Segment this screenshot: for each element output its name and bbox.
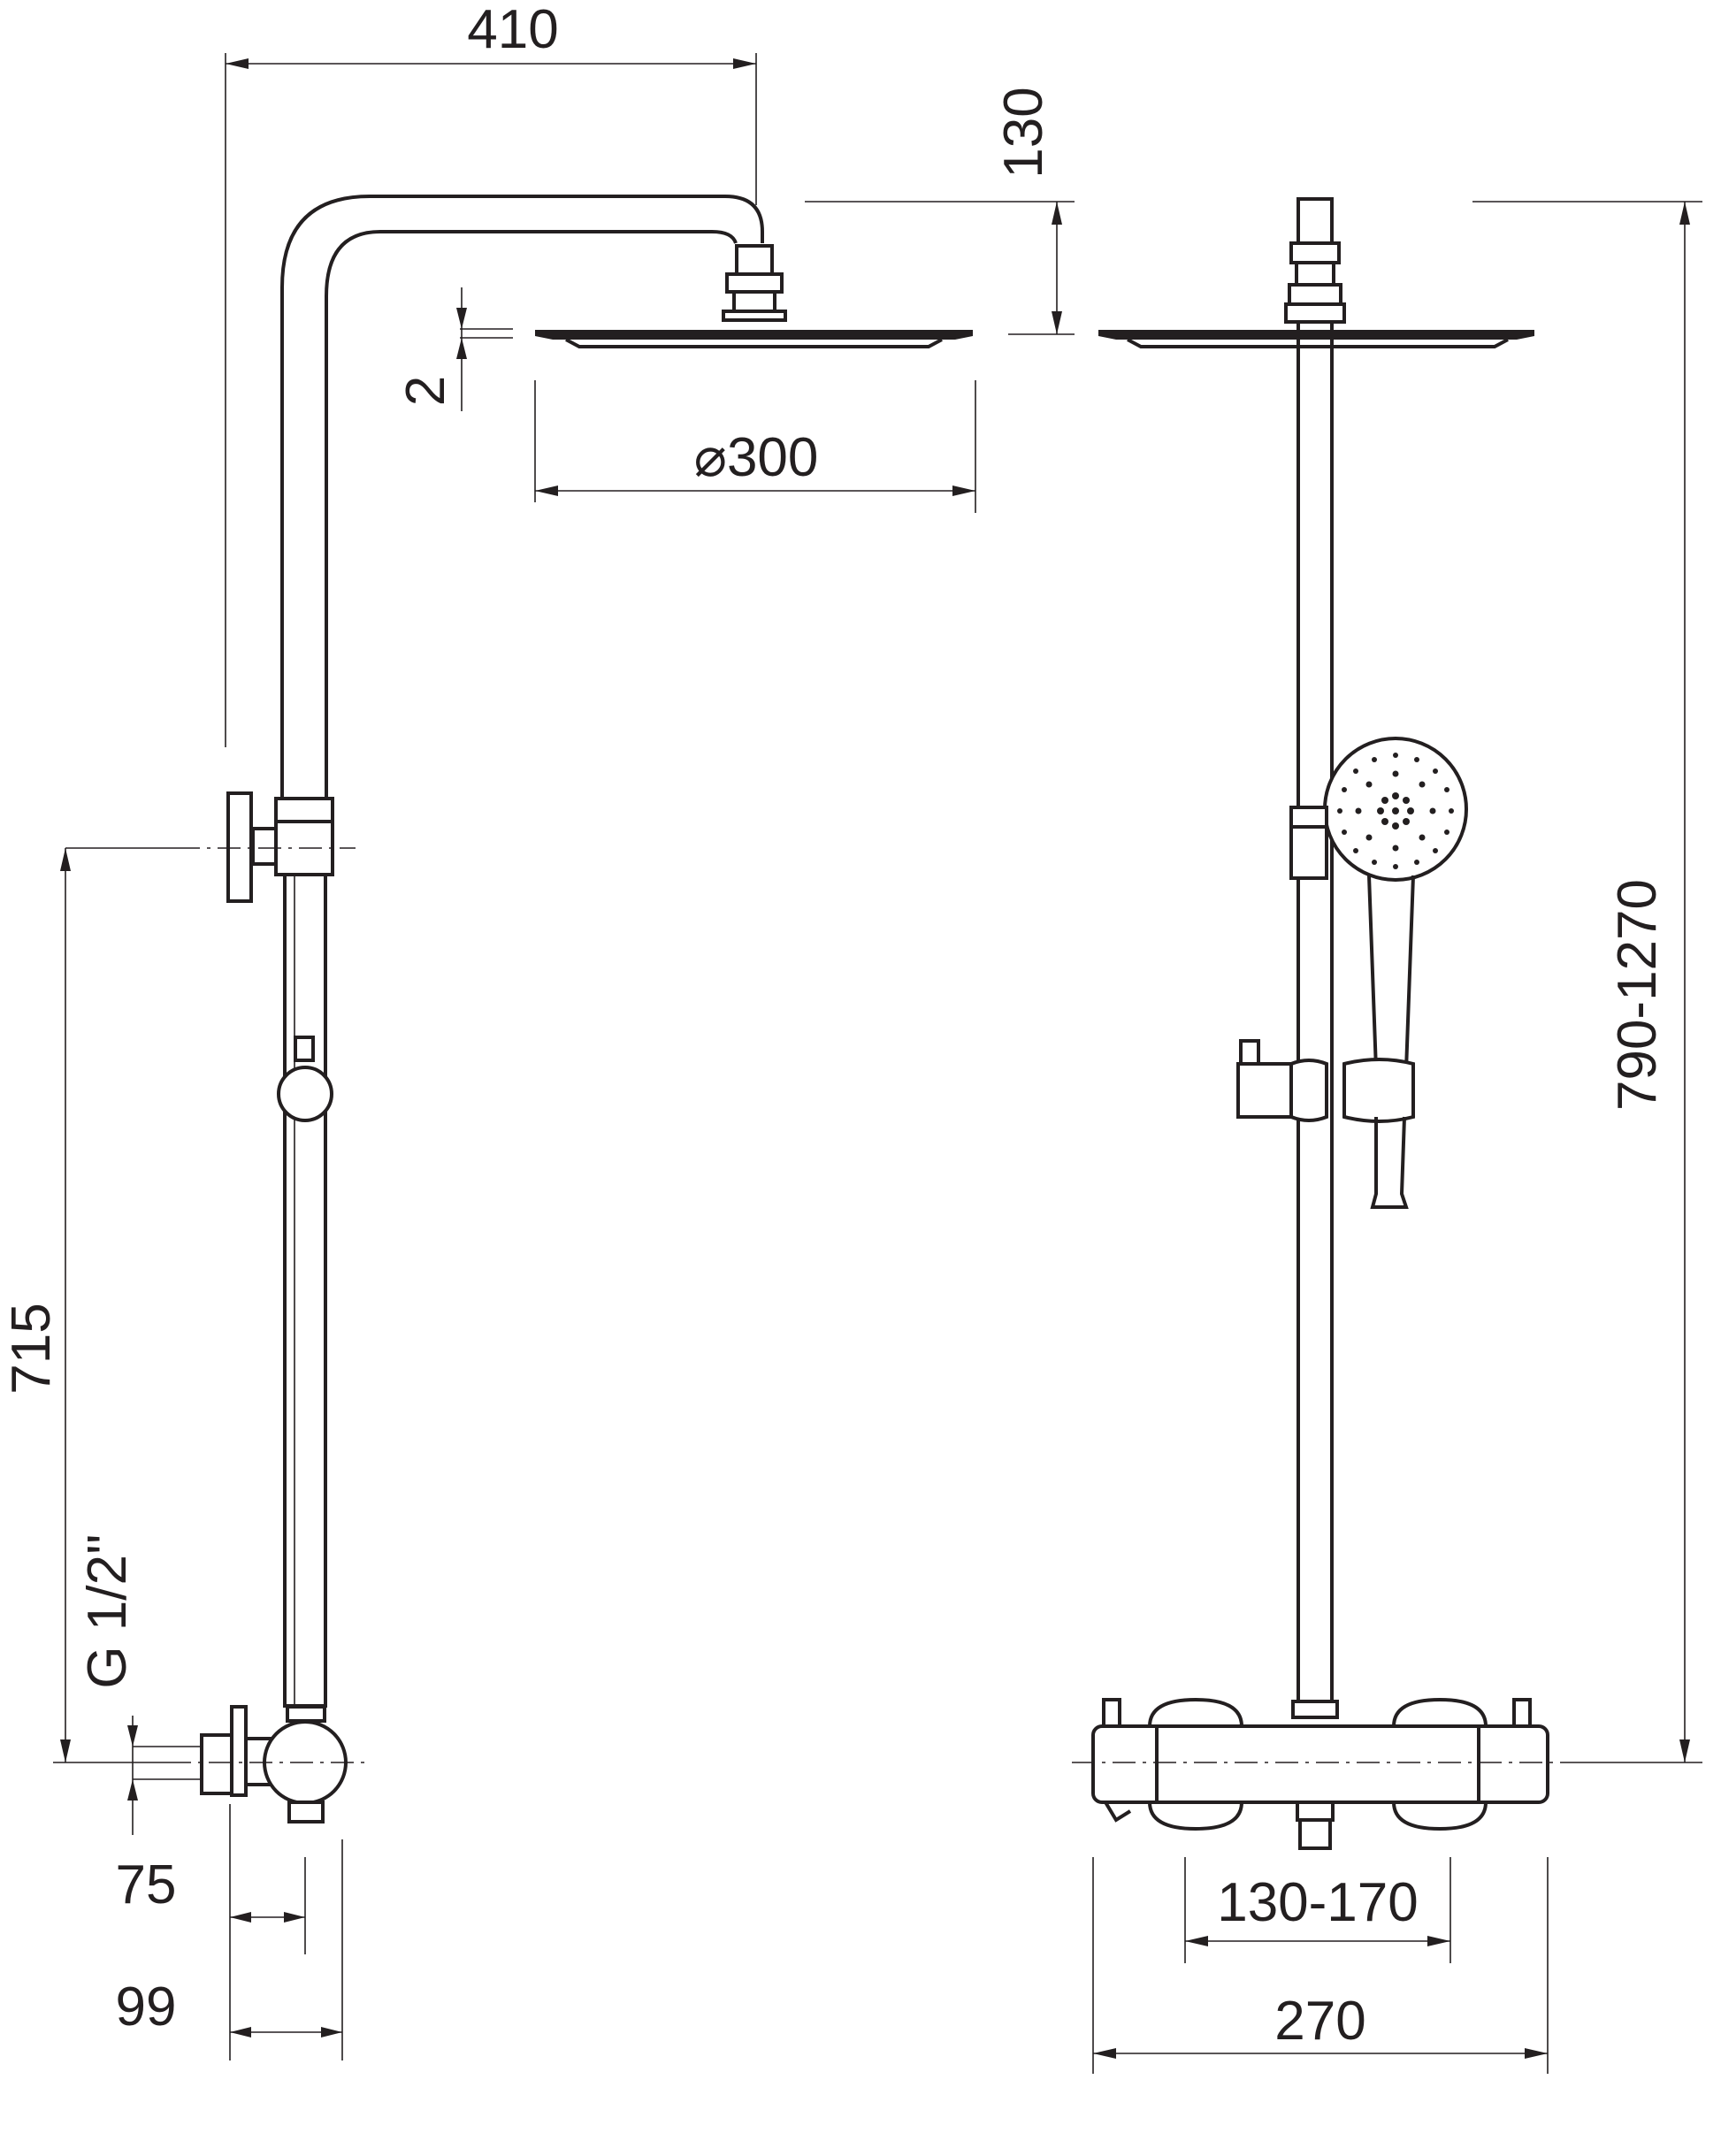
dim-inlet-to-arm: 715 <box>1 1303 62 1394</box>
dim-mixer-width: 270 <box>1274 1991 1365 2052</box>
upper-wall-bracket <box>226 791 334 903</box>
dim-wall-offset-inlet: 75 <box>116 1854 177 1915</box>
top-stub-front <box>1284 197 1346 324</box>
dim-head-drop: 130 <box>993 87 1054 178</box>
slide-rail-side <box>283 873 327 1708</box>
hand-shower-front <box>1323 737 1468 882</box>
diameter-value: 300 <box>727 427 818 488</box>
dimension-labels: 410 130 2 ⌀300 715 G 1/2'' 75 99 790-127… <box>1 0 1668 2052</box>
slider-knob-side <box>277 1036 333 1122</box>
head-connector-side <box>722 244 787 322</box>
dim-inlet-spacing: 130-170 <box>1217 1872 1419 1933</box>
dim-arm-reach: 410 <box>467 0 558 60</box>
riser-front <box>1296 320 1334 1703</box>
riser-arm-outer <box>280 195 764 800</box>
dim-wall-offset-total: 99 <box>116 1976 177 2037</box>
rain-head-front <box>1098 330 1534 348</box>
dim-head-thickness: 2 <box>395 376 456 406</box>
dim-head-diameter: ⌀300 <box>694 427 819 488</box>
hand-shower-holder <box>1236 806 1415 1209</box>
front-view <box>1072 197 1583 1850</box>
mixer-front <box>1091 1697 1549 1850</box>
dim-thread: G 1/2'' <box>77 1533 138 1688</box>
dimension-lines <box>53 53 1702 2074</box>
dim-height-range: 790-1270 <box>1607 879 1668 1111</box>
rain-head-side <box>535 330 973 348</box>
diameter-symbol: ⌀ <box>694 427 727 488</box>
riser-arm-inner <box>325 230 738 800</box>
mixer-side <box>200 1705 348 1823</box>
side-view <box>168 195 973 1823</box>
